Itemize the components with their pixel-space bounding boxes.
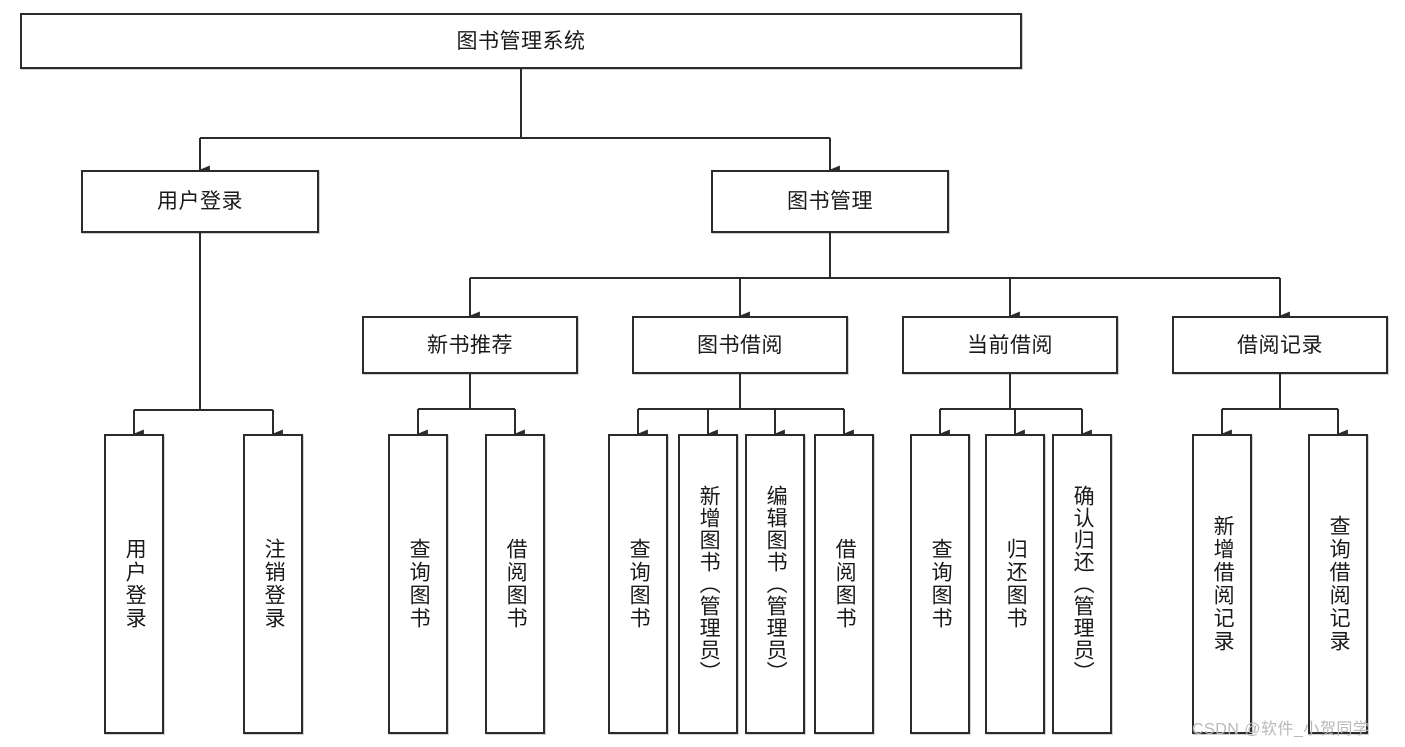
edge-group — [133, 69, 1348, 439]
leaf-confirm-return-admin[interactable]: 确认归还（管理员） — [1052, 434, 1112, 734]
leaf-user-login[interactable]: 用户登录 — [104, 434, 164, 734]
leaf-return-book[interactable]: 归还图书 — [985, 434, 1045, 734]
node-book-management[interactable]: 图书管理 — [711, 170, 949, 233]
leaf-return-book-label: 归还图书 — [1004, 538, 1028, 630]
leaf-query-borrow-record[interactable]: 查询借阅记录 — [1308, 434, 1368, 734]
node-user-login[interactable]: 用户登录 — [81, 170, 319, 233]
leaf-logout-login-label: 注销登录 — [262, 538, 286, 630]
leaf-borrow-book[interactable]: 借阅图书 — [814, 434, 874, 734]
node-borrow-record[interactable]: 借阅记录 — [1172, 316, 1388, 374]
leaf-add-borrow-record[interactable]: 新增借阅记录 — [1192, 434, 1252, 734]
leaf-add-book-admin-label: 新增图书（管理员） — [697, 485, 721, 683]
leaf-borrow-book-recommend[interactable]: 借阅图书 — [485, 434, 545, 734]
leaf-query-book-borrow[interactable]: 查询图书 — [608, 434, 668, 734]
node-current-borrow[interactable]: 当前借阅 — [902, 316, 1118, 374]
leaf-logout-login[interactable]: 注销登录 — [243, 434, 303, 734]
leaf-add-book-admin[interactable]: 新增图书（管理员） — [678, 434, 738, 734]
leaf-edit-book-admin[interactable]: 编辑图书（管理员） — [745, 434, 805, 734]
leaf-confirm-return-admin-label: 确认归还（管理员） — [1071, 485, 1095, 683]
leaf-query-book-current[interactable]: 查询图书 — [910, 434, 970, 734]
leaf-borrow-book-label: 借阅图书 — [833, 538, 857, 630]
leaf-query-book-borrow-label: 查询图书 — [627, 538, 651, 630]
leaf-query-borrow-record-label: 查询借阅记录 — [1327, 515, 1351, 653]
leaf-edit-book-admin-label: 编辑图书（管理员） — [764, 485, 788, 683]
leaf-add-borrow-record-label: 新增借阅记录 — [1211, 515, 1235, 653]
node-book-management-label: 图书管理 — [787, 190, 873, 213]
node-book-borrow[interactable]: 图书借阅 — [632, 316, 848, 374]
node-new-book-recommend-label: 新书推荐 — [427, 333, 513, 357]
node-borrow-record-label: 借阅记录 — [1237, 333, 1323, 357]
leaf-query-book-current-label: 查询图书 — [929, 538, 953, 630]
node-root[interactable]: 图书管理系统 — [20, 13, 1022, 69]
leaf-user-login-label: 用户登录 — [123, 538, 147, 630]
node-current-borrow-label: 当前借阅 — [967, 333, 1053, 357]
leaf-query-book-recommend[interactable]: 查询图书 — [388, 434, 448, 734]
watermark-csdn: CSDN @软件_小贺同学 — [1192, 721, 1370, 738]
node-book-borrow-label: 图书借阅 — [697, 333, 783, 357]
leaf-query-book-recommend-label: 查询图书 — [407, 538, 431, 630]
leaf-borrow-book-recommend-label: 借阅图书 — [504, 538, 528, 630]
node-user-login-label: 用户登录 — [157, 190, 243, 213]
node-root-label: 图书管理系统 — [456, 29, 586, 53]
node-new-book-recommend[interactable]: 新书推荐 — [362, 316, 578, 374]
